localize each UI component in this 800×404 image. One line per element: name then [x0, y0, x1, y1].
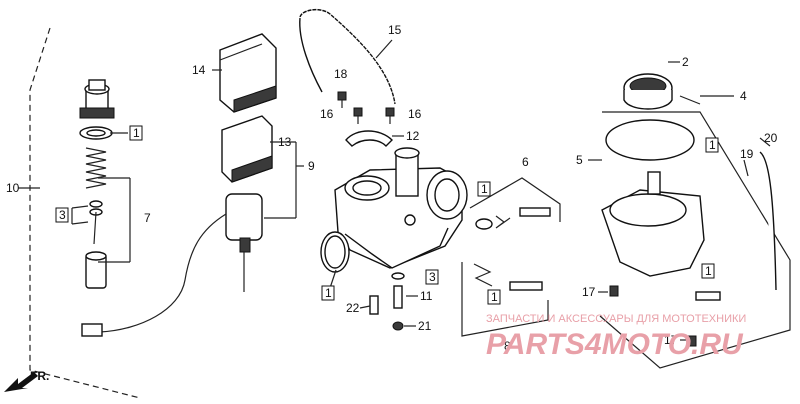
part-screws-16-18: [337, 91, 395, 124]
callout-18: 18: [334, 67, 348, 81]
watermark-caption: ЗАПЧАСТИ И АКСЕССУАРЫ ДЛЯ МОТОТЕХНИКИ: [486, 313, 746, 325]
part-jet-group-8: [473, 263, 543, 291]
callout-7: 7: [144, 211, 151, 225]
leader-lines: [71, 39, 771, 341]
callout-labels: 10 1 3 7 14 13 9 15 18 16 16 12 1 3 11 2…: [6, 23, 778, 353]
part-carburetor-body: [334, 147, 468, 269]
part-float-cover: [623, 73, 673, 110]
part-float-bowl: [601, 171, 705, 277]
frame-10-outline: [29, 27, 141, 399]
part-hose-20: [759, 151, 777, 291]
frame-8-outline: [461, 262, 549, 337]
callout-16-a: 16: [320, 107, 334, 121]
callout-1-e: 1: [709, 138, 716, 152]
callout-2: 2: [682, 55, 689, 69]
callout-10: 10: [6, 181, 20, 195]
part-choke-cover-14: [219, 33, 277, 113]
part-spring: [85, 147, 107, 189]
callout-5: 5: [576, 153, 583, 167]
callout-9: 9: [308, 159, 315, 173]
part-auto-choke: [81, 193, 263, 337]
callout-1-f: 1: [705, 264, 712, 278]
part-hose-15: [299, 8, 396, 105]
callout-3-b: 3: [429, 270, 436, 284]
callout-3-a: 3: [59, 208, 66, 222]
callout-8: 8: [504, 339, 511, 353]
callout-12: 12: [406, 129, 420, 143]
frame-6-outline: [469, 177, 561, 222]
callout-21: 21: [418, 319, 432, 333]
callout-15: 15: [388, 23, 402, 37]
callout-13: 13: [278, 135, 292, 149]
watermark: ЗАПЧАСТИ И АКСЕССУАРЫ ДЛЯ МОТОТЕХНИКИ PA…: [486, 313, 746, 361]
frame-5-outline: [599, 111, 791, 369]
callout-1-a: 1: [133, 126, 140, 140]
callout-17-b: 17: [664, 333, 678, 347]
callout-14: 14: [192, 63, 206, 77]
part-needle: [89, 200, 103, 245]
part-choke-cover-13: [221, 115, 273, 183]
part-jets: [369, 272, 405, 331]
part-float-gasket: [605, 119, 695, 161]
callout-17-a: 17: [582, 285, 596, 299]
front-direction-arrow: FR.: [4, 369, 49, 392]
part-drain-screws: [609, 285, 721, 347]
part-washer-1: [79, 126, 113, 140]
callout-11: 11: [420, 289, 433, 303]
callout-4: 4: [740, 89, 747, 103]
callout-1-d: 1: [491, 290, 498, 304]
part-throttle-slide: [85, 251, 107, 289]
callout-19: 19: [740, 147, 754, 161]
watermark-brand: PARTS4MOTO.RU: [486, 328, 744, 361]
part-jet-group-6: [475, 207, 551, 230]
callout-20: 20: [764, 131, 778, 145]
callout-6: 6: [522, 155, 529, 169]
front-direction-label: FR.: [30, 369, 49, 383]
callout-1-c: 1: [481, 182, 488, 196]
callout-16-b: 16: [408, 107, 422, 121]
part-screw-4: [679, 95, 701, 105]
part-bracket-12: [345, 130, 393, 147]
callout-1-b: 1: [325, 286, 332, 300]
part-top-cap: [79, 79, 115, 119]
callout-22: 22: [346, 301, 360, 315]
